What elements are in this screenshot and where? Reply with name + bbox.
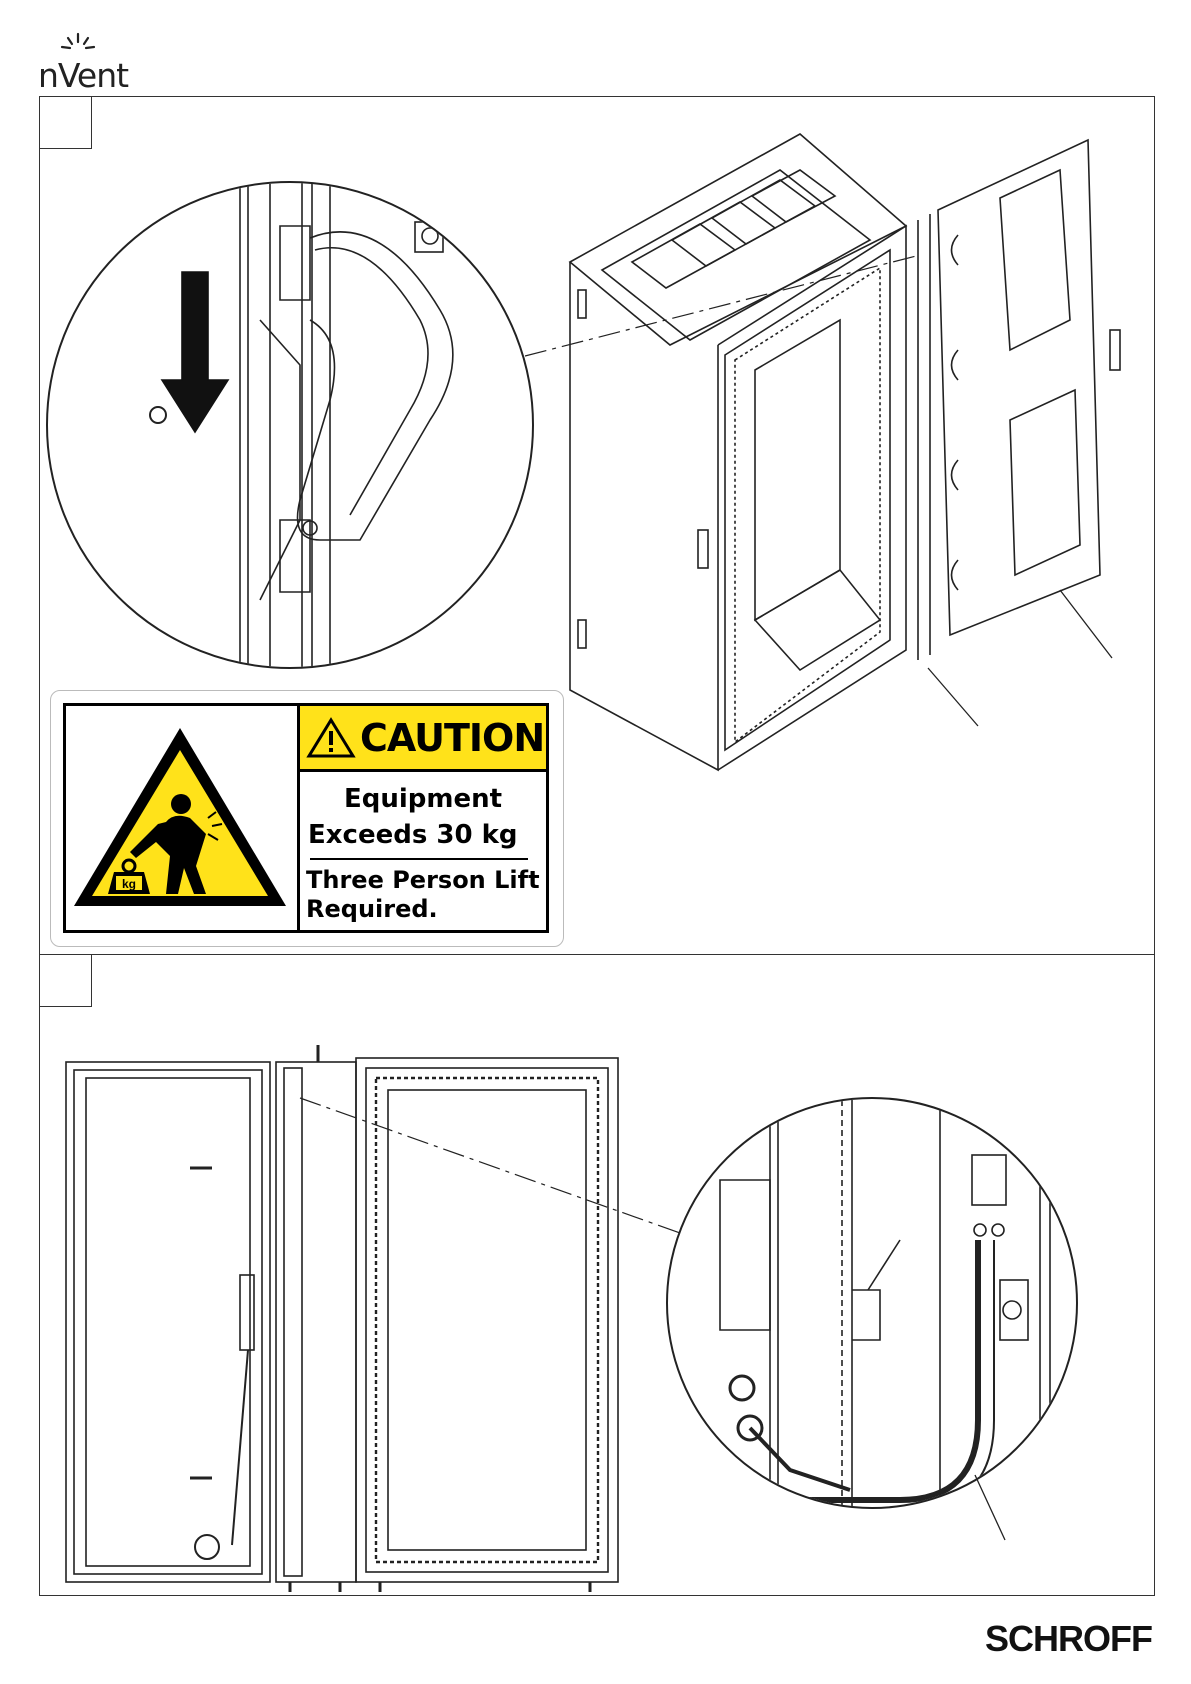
cabinet-front-view bbox=[276, 1045, 618, 1592]
schroff-brand-logo: SCHROFF bbox=[985, 1618, 1152, 1660]
earthing-cable-detail-circle bbox=[667, 1090, 1077, 1520]
open-door-front-view bbox=[66, 1062, 270, 1582]
